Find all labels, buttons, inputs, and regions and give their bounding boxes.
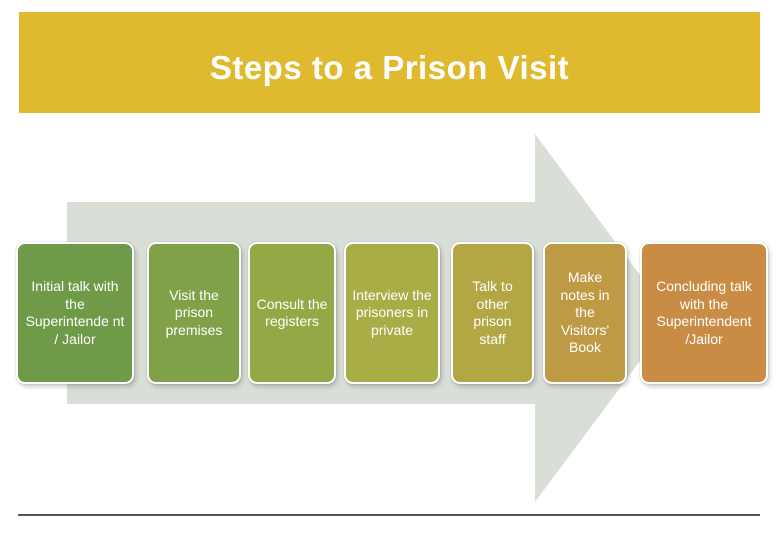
step-label: Initial talk with the Superintende nt / … — [25, 278, 125, 347]
step-label: Make notes in the Visitors' Book — [560, 269, 610, 356]
step-label: Interview the prisoners in private — [352, 286, 432, 338]
step-label: Consult the registers — [256, 295, 328, 330]
bottom-rule — [18, 514, 760, 516]
step-4: Interview the prisoners in private — [344, 242, 440, 384]
step-label: Talk to other prison staff — [472, 278, 513, 347]
step-7: Concluding talk with the Superintendent … — [640, 242, 768, 384]
step-2: Visit the prison premises — [147, 242, 241, 384]
step-5: Talk to other prison staff — [451, 242, 534, 384]
title-banner: Steps to a Prison Visit — [19, 12, 760, 113]
step-label: Concluding talk with the Superintendent … — [656, 278, 752, 347]
step-6: Make notes in the Visitors' Book — [543, 242, 627, 384]
step-label: Visit the prison premises — [165, 286, 223, 338]
page-title: Steps to a Prison Visit — [209, 48, 570, 86]
step-3: Consult the registers — [248, 242, 336, 384]
step-1: Initial talk with the Superintende nt / … — [16, 242, 134, 384]
